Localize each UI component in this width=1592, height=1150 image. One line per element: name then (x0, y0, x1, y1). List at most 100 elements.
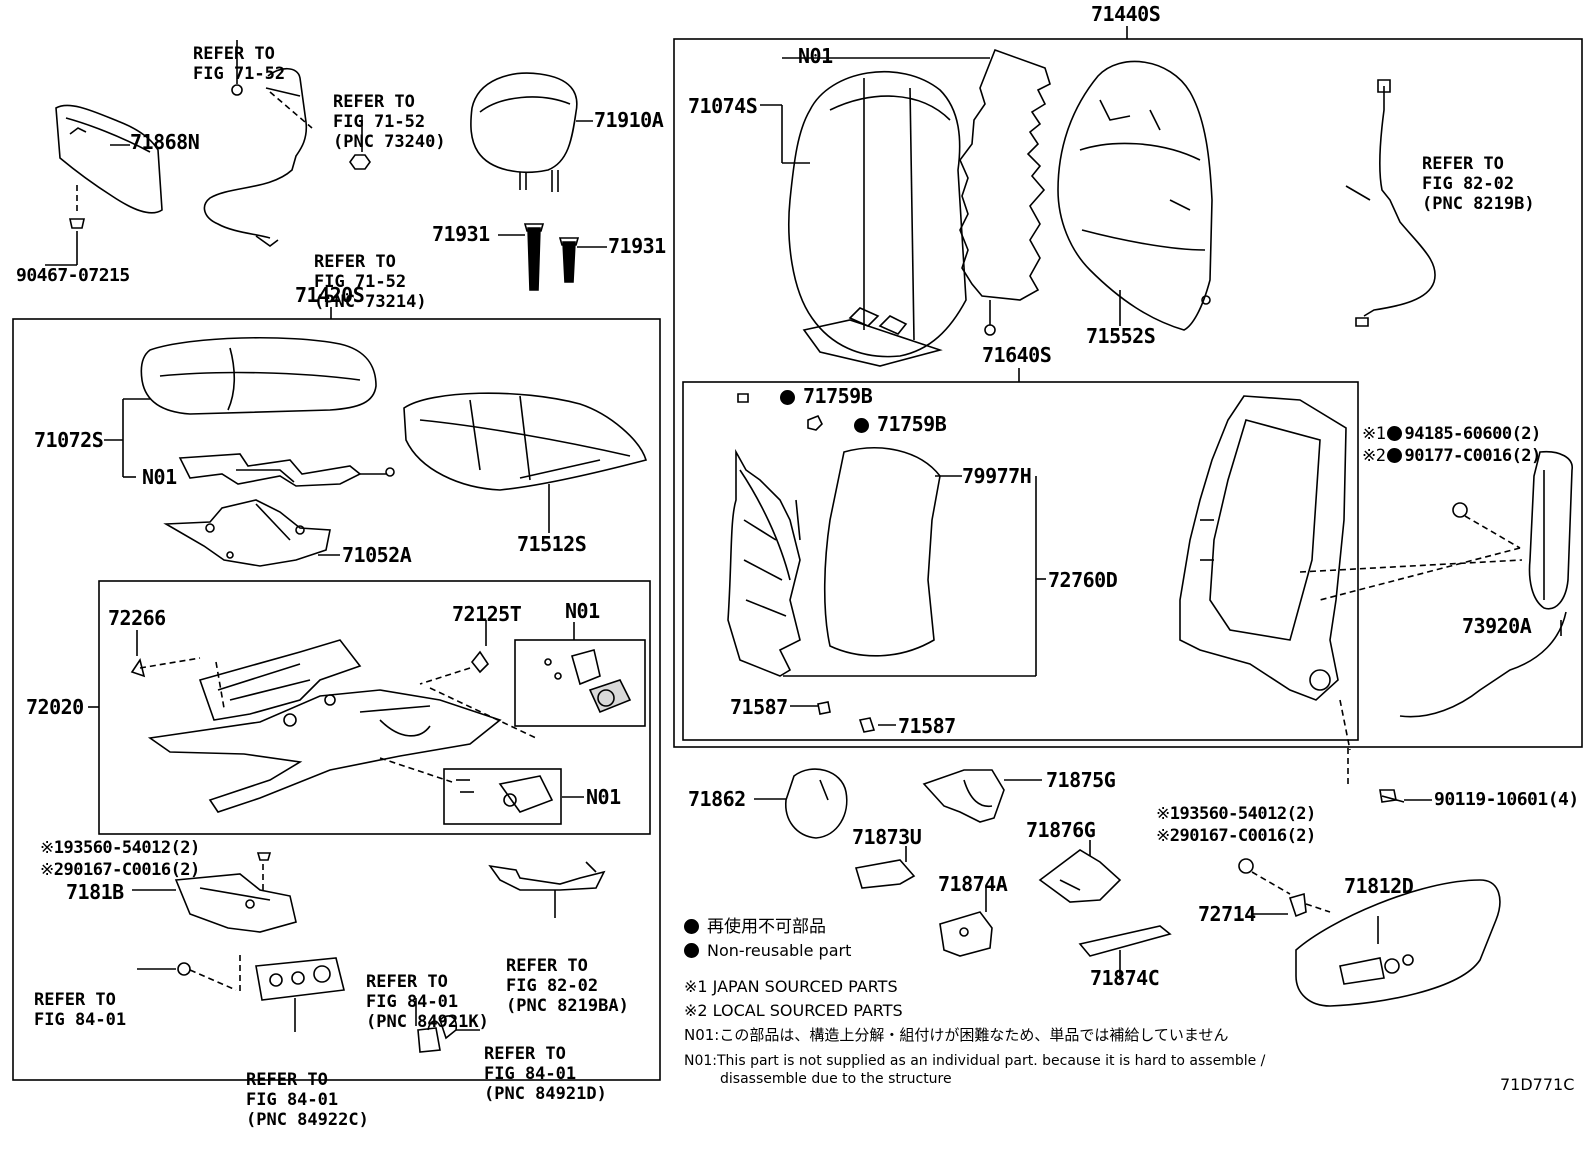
part-label-71931-right: 71931 (608, 234, 666, 258)
legend-non-reusable-jp: 再使用不可部品 (684, 918, 826, 936)
clip-drawing-72714 (1238, 858, 1331, 918)
source-mark: ※ (40, 838, 54, 858)
refer-line: (PNC 84922C) (246, 1110, 369, 1130)
part-label-72266: 72266 (108, 606, 166, 630)
part-number-193560: 193560-54012(2) (1169, 804, 1317, 824)
refer-line: FIG 84-01 (484, 1064, 577, 1084)
part-label-90177-C0016: ※2 90177-C0016(2) (1362, 446, 1541, 466)
refer-line: (PNC 8219BA) (506, 996, 629, 1016)
source-mark-1: ※1 (1362, 424, 1386, 444)
note-local-sourced: ※2 LOCAL SOURCED PARTS (684, 1001, 903, 1020)
part-label-71640S: 71640S (982, 343, 1052, 367)
refer-line: (PNC 84921D) (484, 1084, 607, 1104)
refer-line: FIG 71-52 (314, 272, 407, 292)
refer-line: REFER TO (314, 252, 396, 272)
part-label-90119-10601: 90119-10601(4) (1434, 789, 1579, 810)
refer-line: FIG 84-01 (246, 1090, 339, 1110)
part-label-n01-motor-b: N01 (586, 785, 621, 809)
switch-bracket-drawing (174, 852, 297, 933)
part-label-71873U: 71873U (852, 825, 922, 849)
seatback-frame-drawing (1179, 395, 1351, 751)
backboard-drawing (823, 447, 941, 657)
cover-drawing-g (1038, 849, 1122, 903)
note-n01-en-line2: disassemble due to the structure (720, 1071, 952, 1087)
non-reusable-dot-icon (684, 943, 699, 958)
backrest-cover-drawing (788, 70, 967, 367)
hinge-cover-drawing (922, 769, 1005, 823)
non-reusable-dot-icon (1387, 448, 1403, 463)
cushion-pad-drawing (403, 392, 648, 491)
part-label-72020: 72020 (26, 695, 84, 719)
part-label-193560-left: ※193560-54012(2) (40, 838, 200, 858)
source-mark-2: ※2 (1362, 446, 1386, 466)
note-japan-sourced: ※1 JAPAN SOURCED PARTS (684, 977, 898, 996)
part-label-71587-right: 71587 (898, 714, 956, 738)
part-number-94185: 94185-60600(2) (1404, 424, 1541, 444)
bracket-drawing-a (939, 911, 993, 957)
bolt-drawing (1347, 748, 1405, 803)
shield-cover-drawing (785, 768, 848, 839)
refer-line: FIG 84-01 (366, 992, 459, 1012)
legend-text: 再使用不可部品 (707, 917, 826, 937)
headrest-guide-drawing (523, 223, 580, 291)
part-label-79977H: 79977H (962, 464, 1032, 488)
part-label-72760D: 72760D (1048, 568, 1118, 592)
cushion-assembly-box (12, 318, 661, 1081)
source-mark: ※ (1156, 804, 1170, 824)
backrest-assembly-box (673, 38, 1583, 748)
part-label-71072S: 71072S (34, 428, 104, 452)
note-n01-en-line1: N01:This part is not supplied as an indi… (684, 1053, 1266, 1069)
part-label-7181B: 7181B (66, 880, 124, 904)
part-label-71552S: 71552S (1086, 324, 1156, 348)
part-label-71759B-2: 71759B (854, 412, 947, 436)
harness-drawing-top (203, 40, 371, 247)
part-label-193560-right: ※193560-54012(2) (1156, 804, 1316, 824)
part-label-71874A: 71874A (938, 872, 1008, 896)
part-number-290167: 290167-C0016(2) (1169, 826, 1317, 846)
clip-drawing (737, 393, 876, 733)
note-n01-jp: N01:この部品は、構造上分解・組付けが困難なため、単品では補給していません (684, 1026, 1229, 1044)
part-label-71876G: 71876G (1026, 818, 1096, 842)
non-reusable-dot-icon (854, 418, 869, 433)
part-label-90467-07215: 90467-07215 (16, 265, 130, 286)
part-number-90177: 90177-C0016(2) (1404, 446, 1541, 466)
refer-line: (PNC 73240) (333, 132, 446, 152)
refer-line: (PNC 73214) (314, 292, 427, 312)
side-cover-drawing (1295, 879, 1501, 1007)
n01-motor-box-b (443, 768, 562, 825)
refer-line: (PNC 8219B) (1422, 194, 1535, 214)
part-number-193560: 193560-54012(2) (53, 838, 201, 858)
cover-bracket-drawing-u (854, 846, 916, 889)
refer-line: REFER TO (34, 990, 116, 1010)
non-reusable-dot-icon (780, 390, 795, 405)
part-label-71074S: 71074S (688, 94, 758, 118)
side-airbag-drawing (1299, 450, 1573, 718)
refer-line: (PNC 84921K) (366, 1012, 489, 1032)
armrest-cover-drawing (55, 104, 163, 229)
part-label-71812D: 71812D (1344, 874, 1414, 898)
part-label-71931-left: 71931 (432, 222, 490, 246)
refer-line: REFER TO (193, 44, 275, 64)
legend-text: Non-reusable part (707, 941, 852, 960)
part-number-71759B: 71759B (803, 384, 873, 408)
n01-motor-box-a (514, 639, 646, 727)
part-label-n01-motor-a: N01 (565, 599, 600, 623)
part-label-73920A: 73920A (1462, 614, 1532, 638)
parts-diagram-drawing (12, 26, 1583, 1081)
part-number-71759B: 71759B (877, 412, 947, 436)
lumbar-support-drawing (727, 448, 801, 677)
legend-non-reusable-en: Non-reusable part (684, 942, 851, 960)
figure-code: 71D771C (1500, 1075, 1575, 1094)
refer-line: REFER TO (484, 1044, 566, 1064)
backrest-pad-drawing (1057, 60, 1213, 331)
bracket-drawing-c (1078, 925, 1172, 957)
